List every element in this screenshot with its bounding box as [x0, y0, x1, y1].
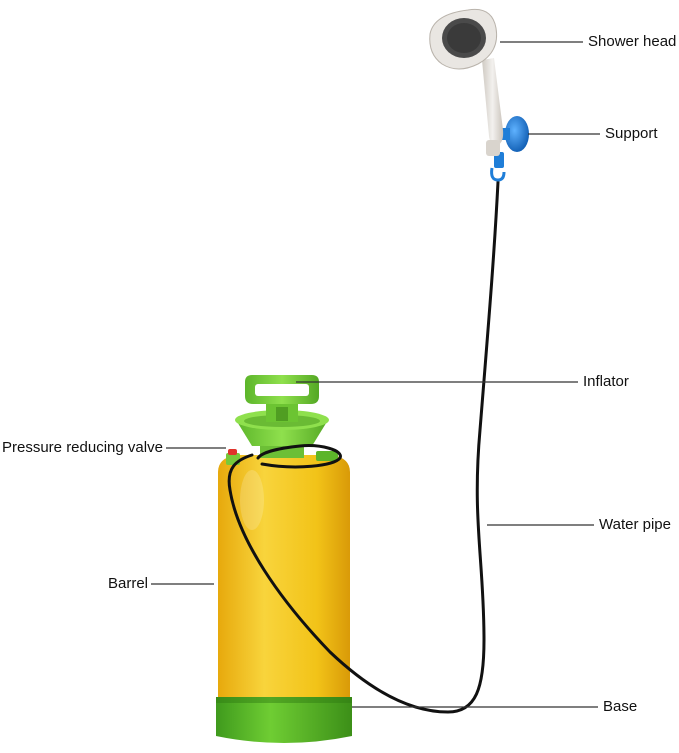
tank-base-icon [216, 697, 352, 743]
label-inflator: Inflator [583, 373, 629, 390]
label-pressure-reducing-valve: Pressure reducing valve [2, 439, 163, 456]
label-support: Support [605, 125, 658, 142]
label-water-pipe: Water pipe [599, 516, 671, 533]
label-shower-head: Shower head [588, 33, 677, 50]
tank-cap-icon [316, 451, 338, 461]
suction-cup-support-icon [490, 116, 529, 182]
leader-lines [151, 41, 600, 708]
label-base: Base [603, 698, 638, 715]
label-barrel: Barrel [108, 575, 149, 592]
tank-barrel-icon [218, 455, 350, 700]
hose-icon [227, 180, 500, 714]
shower-head-icon [429, 8, 504, 156]
